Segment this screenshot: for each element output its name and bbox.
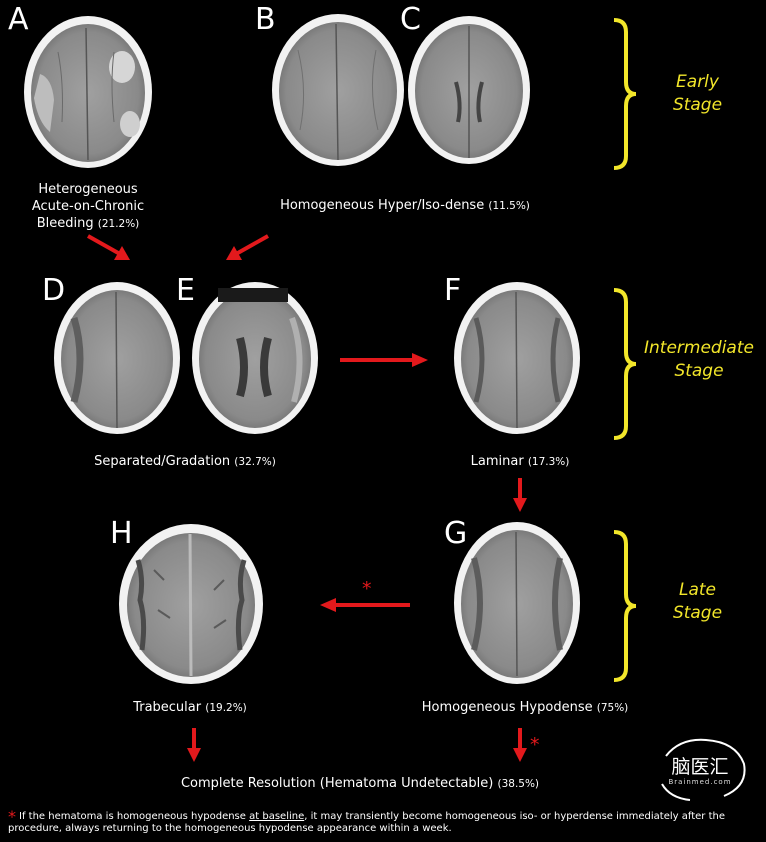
stage-intermediate-line2: Stage <box>674 361 724 381</box>
caption-heterogeneous: Heterogeneous Acute-on-Chronic Bleeding … <box>18 181 158 233</box>
arrow-g-to-h <box>320 598 410 612</box>
caption-separated-label: Separated/Gradation <box>94 454 231 469</box>
logo-subtext: Brainmed.com <box>668 778 732 786</box>
logo-circle-icon <box>661 738 746 801</box>
caption-separated: Separated/Gradation (32.7%) <box>40 453 330 471</box>
arrow-a-to-d <box>87 234 130 260</box>
caption-heterogeneous-line3: Bleeding <box>36 216 94 231</box>
panel-label-c: C <box>400 2 421 37</box>
caption-heterogeneous-pct: (21.2%) <box>97 218 140 230</box>
caption-heterogeneous-line1: Heterogeneous <box>38 182 138 197</box>
caption-resolution-label: Complete Resolution <box>180 776 316 791</box>
caption-homogeneous-hypo-label: Homogeneous Hypodense <box>421 700 593 715</box>
caption-resolution-detail: (Hematoma Undetectable) <box>319 776 494 791</box>
brace-intermediate <box>613 288 637 440</box>
ct-scan-g <box>454 522 580 684</box>
brainmed-logo: 脑医汇 Brainmed.com <box>650 734 750 802</box>
caption-separated-pct: (32.7%) <box>234 456 276 468</box>
arrow-f-to-g <box>513 478 527 512</box>
panel-label-h: H <box>110 516 133 551</box>
caption-homogeneous-hyper-label: Homogeneous Hyper/Iso-dense <box>280 198 485 213</box>
caption-laminar-pct: (17.3%) <box>527 456 570 468</box>
footnote-text-underlined: at baseline <box>249 811 305 822</box>
footnote-asterisk: * <box>8 807 16 826</box>
arrow-bc-to-e <box>226 234 269 260</box>
caption-trabecular: Trabecular (19.2%) <box>100 699 280 717</box>
panel-label-d: D <box>42 273 66 308</box>
arrow-h-to-resolution <box>187 728 201 762</box>
caption-trabecular-label: Trabecular <box>133 700 202 715</box>
stage-early-label: Early Stage <box>650 71 745 117</box>
panel-label-a: A <box>8 2 29 37</box>
caption-homogeneous-hyper-pct: (11.5%) <box>488 200 530 212</box>
caption-resolution: Complete Resolution (Hematoma Undetectab… <box>120 775 600 793</box>
brace-late <box>613 530 637 682</box>
caption-resolution-pct: (38.5%) <box>497 778 540 790</box>
caption-heterogeneous-line2: Acute-on-Chronic <box>31 199 145 214</box>
stage-late-label: Late Stage <box>650 579 745 625</box>
stage-early-line1: Early <box>676 72 719 92</box>
ct-scan-f <box>454 282 580 434</box>
ct-scan-a <box>24 16 152 168</box>
arrow-e-to-f <box>340 353 428 367</box>
stage-late-line2: Stage <box>672 603 723 623</box>
ct-scan-b <box>272 14 404 166</box>
footnote-text-pre: If the hematoma is homogeneous hypodense <box>19 811 246 822</box>
caption-laminar: Laminar (17.3%) <box>440 453 600 471</box>
caption-laminar-label: Laminar <box>470 454 524 469</box>
brace-early <box>613 18 637 170</box>
panel-label-g: G <box>444 516 468 551</box>
ct-scan-h <box>119 524 263 684</box>
stage-early-line2: Stage <box>672 95 723 115</box>
stage-late-line1: Late <box>678 580 716 600</box>
stage-intermediate-line1: Intermediate <box>644 338 754 358</box>
caption-homogeneous-hypo: Homogeneous Hypodense (75%) <box>400 699 650 717</box>
arrow-g-to-resolution <box>513 728 527 762</box>
ct-scan-e <box>192 282 318 434</box>
footnote: *If the hematoma is homogeneous hypodens… <box>8 809 758 835</box>
logo-text: 脑医汇 <box>671 756 729 778</box>
ct-scan-c <box>408 16 530 164</box>
footnote-text-post: , it may transiently become homogeneous … <box>8 811 725 834</box>
asterisk-g-to-resolution: * <box>530 734 540 756</box>
panel-label-f: F <box>444 273 462 308</box>
ct-scan-d <box>54 282 180 434</box>
caption-trabecular-pct: (19.2%) <box>205 702 247 714</box>
asterisk-g-to-h: * <box>362 578 372 600</box>
panel-label-b: B <box>255 2 276 37</box>
panel-label-e: E <box>176 273 195 308</box>
caption-homogeneous-hyper: Homogeneous Hyper/Iso-dense (11.5%) <box>240 197 570 215</box>
stage-intermediate-label: Intermediate Stage <box>633 337 765 383</box>
caption-homogeneous-hypo-pct: (75%) <box>596 702 629 714</box>
